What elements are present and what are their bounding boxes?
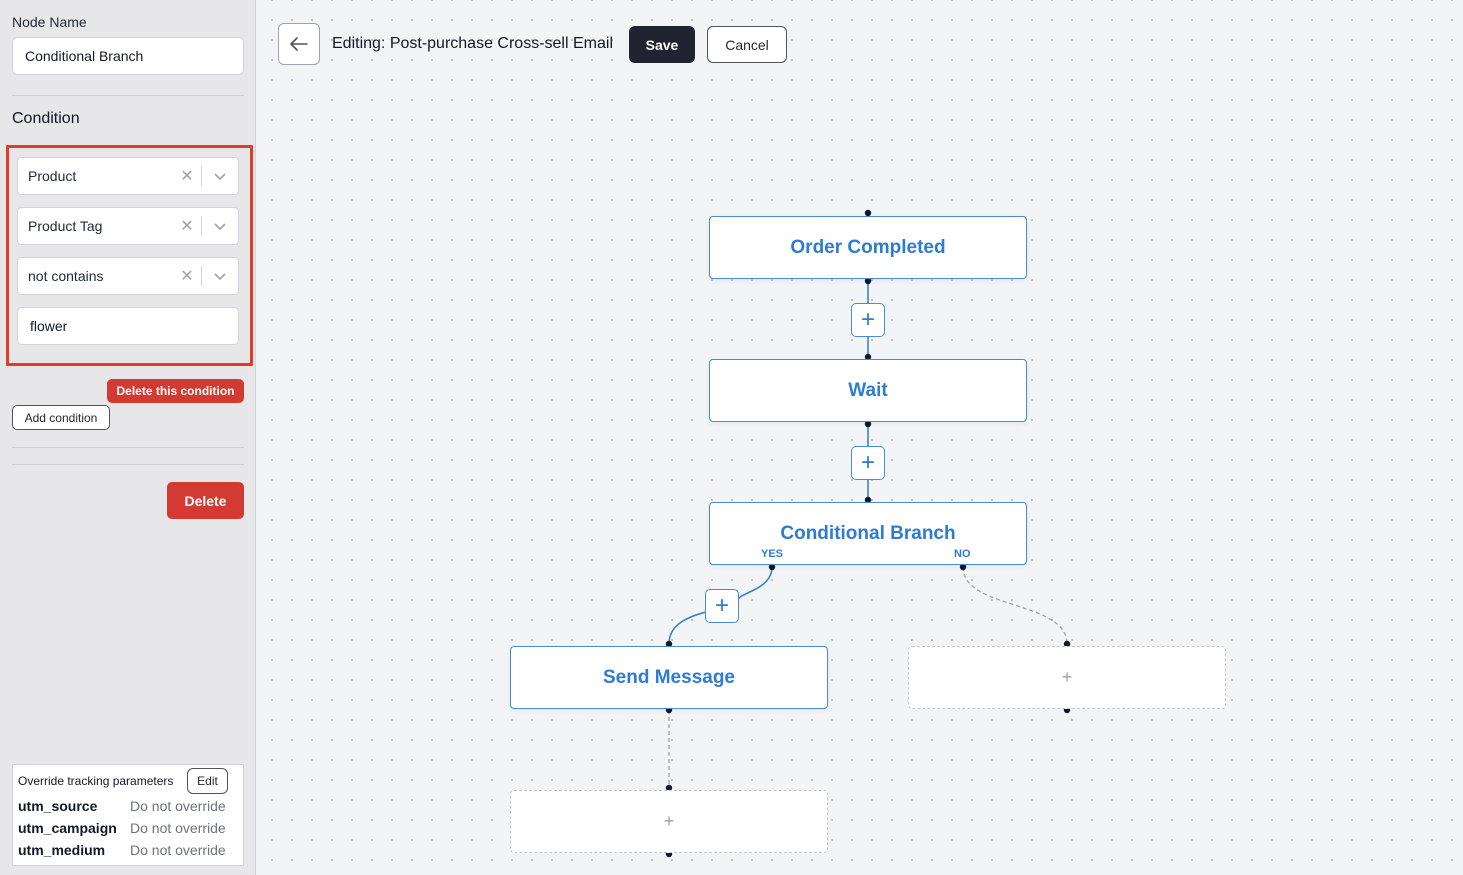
select-separator xyxy=(201,216,202,236)
branch-yes-label: YES xyxy=(761,548,784,560)
connector-dot xyxy=(665,784,673,792)
add-step-button[interactable]: + xyxy=(851,446,885,480)
flow-canvas[interactable] xyxy=(256,0,1463,875)
connector-dot xyxy=(864,209,872,217)
divider xyxy=(12,464,244,465)
delete-node-button[interactable]: Delete xyxy=(167,482,244,519)
node-name-label: Node Name xyxy=(12,14,87,30)
node-name-value: Conditional Branch xyxy=(25,48,144,64)
tracking-row: utm_source Do not override xyxy=(18,798,240,814)
node-name-input[interactable]: Conditional Branch xyxy=(12,37,244,75)
clear-icon[interactable]: ✕ xyxy=(180,218,194,235)
plus-icon: + xyxy=(663,811,675,831)
branch-no-label: NO xyxy=(954,548,971,560)
divider xyxy=(12,95,244,96)
connector-dot xyxy=(665,640,673,648)
node-send-message[interactable]: Send Message xyxy=(510,646,828,709)
node-label: Conditional Branch xyxy=(780,522,956,544)
connector-dot xyxy=(864,496,872,504)
condition-highlight-box xyxy=(6,145,253,366)
clear-icon[interactable]: ✕ xyxy=(180,168,194,185)
tracking-value: Do not override xyxy=(130,842,226,858)
page-title: Editing: Post-purchase Cross-sell Email xyxy=(332,35,613,52)
back-button[interactable] xyxy=(278,23,320,65)
tracking-row: utm_medium Do not override xyxy=(18,842,240,858)
condition-operator-value: not contains xyxy=(28,268,104,284)
condition-attribute-value: Product Tag xyxy=(28,218,103,234)
clear-icon[interactable]: ✕ xyxy=(180,268,194,285)
tracking-key: utm_campaign xyxy=(18,820,117,836)
chevron-down-icon[interactable] xyxy=(202,221,238,231)
sidebar-panel: Node Name Conditional Branch Condition P… xyxy=(0,0,256,875)
node-label: Wait xyxy=(848,379,888,401)
empty-step-placeholder[interactable]: + xyxy=(908,646,1226,709)
connector-dot xyxy=(1063,640,1071,648)
plus-icon: + xyxy=(1061,667,1073,687)
condition-value-text: flower xyxy=(30,318,68,334)
add-step-button[interactable]: + xyxy=(705,589,739,623)
edit-tracking-button[interactable]: Edit xyxy=(187,768,228,794)
condition-field-select[interactable]: Product ✕ xyxy=(17,157,239,195)
tracking-parameters-panel: Override tracking parameters Edit utm_so… xyxy=(12,764,244,866)
condition-attribute-select[interactable]: Product Tag ✕ xyxy=(17,207,239,245)
node-wait[interactable]: Wait xyxy=(709,359,1027,422)
save-button[interactable]: Save xyxy=(629,26,695,63)
tracking-value: Do not override xyxy=(130,798,226,814)
tracking-title: Override tracking parameters xyxy=(18,774,174,788)
delete-condition-button[interactable]: Delete this condition xyxy=(107,379,244,403)
connector-dot xyxy=(959,563,967,571)
condition-title: Condition xyxy=(12,110,80,127)
tracking-row: utm_campaign Do not override xyxy=(18,820,240,836)
chevron-down-icon[interactable] xyxy=(202,271,238,281)
tracking-value: Do not override xyxy=(130,820,226,836)
connector-dot xyxy=(768,563,776,571)
select-separator xyxy=(201,266,202,286)
divider xyxy=(12,447,244,448)
arrow-left-icon xyxy=(290,37,308,51)
tracking-key: utm_medium xyxy=(18,842,106,858)
chevron-down-icon[interactable] xyxy=(202,171,238,181)
condition-field-value: Product xyxy=(28,168,77,184)
connector-dot xyxy=(864,277,872,285)
tracking-key: utm_source xyxy=(18,798,98,814)
select-separator xyxy=(201,166,202,186)
condition-operator-select[interactable]: not contains ✕ xyxy=(17,257,239,295)
connector-dot xyxy=(864,353,872,361)
add-step-button[interactable]: + xyxy=(851,303,885,337)
empty-step-placeholder[interactable]: + xyxy=(510,790,828,853)
node-conditional-branch[interactable]: Conditional Branch xyxy=(709,502,1027,565)
node-label: Order Completed xyxy=(790,236,946,258)
add-condition-button[interactable]: Add condition xyxy=(12,405,110,430)
node-order-completed[interactable]: Order Completed xyxy=(709,216,1027,279)
condition-value-input[interactable]: flower xyxy=(17,307,239,345)
node-label: Send Message xyxy=(603,666,735,688)
connector-dot xyxy=(864,420,872,428)
cancel-button[interactable]: Cancel xyxy=(707,26,787,63)
